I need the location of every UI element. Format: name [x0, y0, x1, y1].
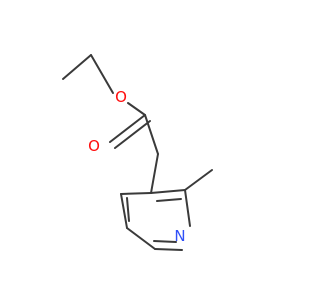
bond-carbonyl-ch2 [144, 114, 159, 155]
bond-ring-n-c6-inner [153, 240, 177, 243]
structure-canvas: O O N [0, 0, 300, 300]
oxygen-atom-ether: O [115, 88, 127, 106]
bond-ring-c5-c4 [120, 193, 128, 229]
bond-carbonyl-double-2 [114, 120, 151, 149]
bond-ring-c3-c2-inner [156, 198, 182, 202]
bond-ch2-ring [150, 153, 159, 194]
bond-ethyl-ch3-ch2 [62, 54, 92, 80]
bond-ring-c3-c2 [150, 189, 186, 194]
background [0, 0, 300, 300]
bond-o-carbonyl [127, 102, 146, 116]
nitrogen-atom: N [174, 227, 185, 245]
bond-ring-c4-c3 [120, 192, 152, 195]
molecule-diagram: O O N [0, 0, 300, 300]
bond-ring-c5-c4-inner [126, 197, 130, 222]
oxygen-atom-carbonyl: O [88, 137, 100, 155]
bond-ring-c2-n [184, 189, 191, 227]
bond-carbonyl-double-1 [109, 114, 146, 143]
bond-ethyl-ch2-o [90, 54, 114, 94]
bond-ring-c6-c5 [126, 227, 156, 250]
bond-ring-methyl [184, 169, 213, 191]
bond-ring-n-c6 [154, 248, 183, 251]
